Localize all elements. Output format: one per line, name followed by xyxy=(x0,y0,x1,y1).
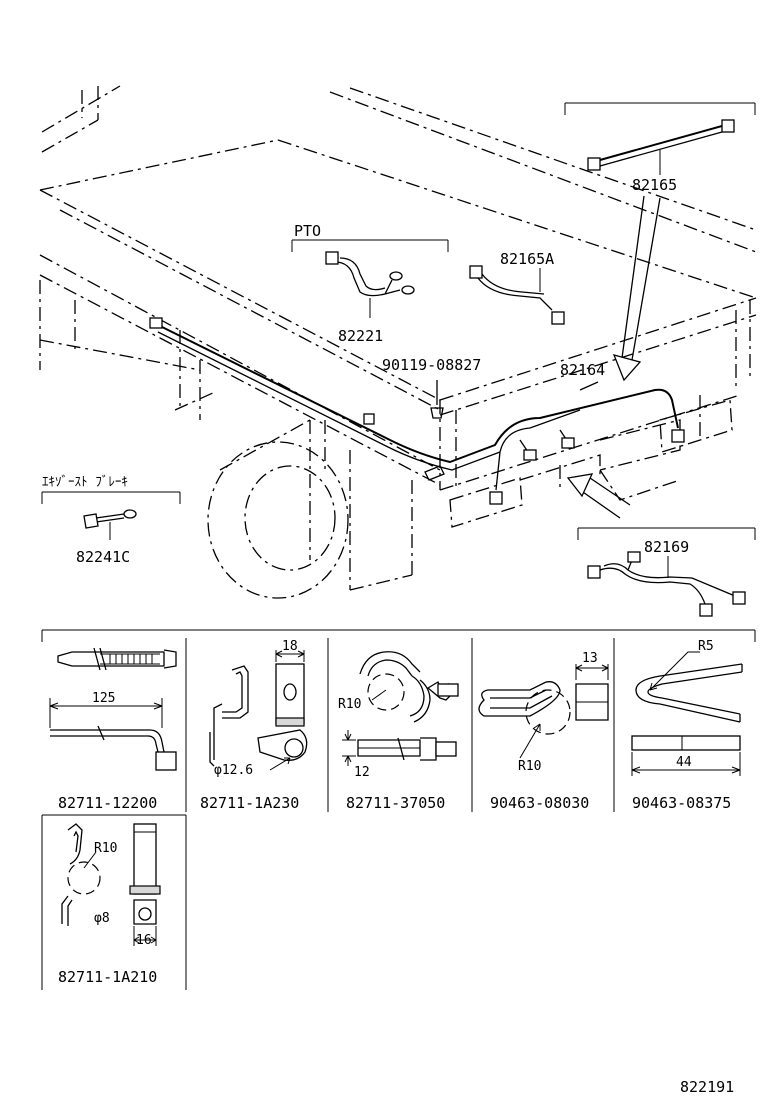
dim-13: 13 xyxy=(582,651,598,666)
label-exhaust-brake: ｴｷｿﾞｰｽﾄ ﾌﾞﾚｰｷ xyxy=(42,475,128,490)
dim-16: 16 xyxy=(136,933,152,948)
part-82165 xyxy=(564,102,756,175)
part-82241c xyxy=(41,491,181,540)
truck-body-outline xyxy=(39,85,757,599)
clamp-82711-12200 xyxy=(49,647,177,771)
label-90119-08827: 90119-08827 xyxy=(382,356,481,374)
part-no-90463-08030: 90463-08030 xyxy=(490,794,589,812)
label-82165: 82165 xyxy=(632,176,677,194)
label-82165a: 82165A xyxy=(500,250,554,268)
dim-phi-8: φ8 xyxy=(94,911,110,926)
clamp-82711-37050 xyxy=(342,651,459,766)
clamp-panel-frames xyxy=(41,629,756,990)
label-pto: PTO xyxy=(294,222,321,240)
clamp-82711-1a230 xyxy=(209,650,308,771)
dim-r10-37050: R10 xyxy=(338,697,361,712)
part-82221 xyxy=(291,239,449,318)
diagram-id: 822191 xyxy=(680,1078,734,1096)
part-82169 xyxy=(577,527,756,617)
dim-r5: R5 xyxy=(698,639,714,654)
part-no-90463-08375: 90463-08375 xyxy=(632,794,731,812)
label-82164: 82164 xyxy=(560,361,605,379)
clamp-90463-08030 xyxy=(478,664,609,759)
part-no-82711-37050: 82711-37050 xyxy=(346,794,445,812)
bolt-90119 xyxy=(430,380,444,419)
harness-82164 xyxy=(149,317,685,505)
label-82241c: 82241C xyxy=(76,548,130,566)
clamp-82711-1a210 xyxy=(61,823,161,946)
dim-phi-12-6: φ12.6 xyxy=(214,763,253,778)
dim-r10-1a210: R10 xyxy=(94,841,117,856)
dim-125: 125 xyxy=(92,691,115,706)
dim-18: 18 xyxy=(282,639,298,654)
clamp-90463-08375 xyxy=(631,651,743,776)
part-no-82711-1a230: 82711-1A230 xyxy=(200,794,299,812)
part-82165a xyxy=(469,265,565,325)
label-82169: 82169 xyxy=(644,538,689,556)
dim-44: 44 xyxy=(676,755,692,770)
part-no-82711-1a210: 82711-1A210 xyxy=(58,968,157,986)
dim-12: 12 xyxy=(354,765,370,780)
label-82221: 82221 xyxy=(338,327,383,345)
part-no-82711-12200: 82711-12200 xyxy=(58,794,157,812)
leader-arrows xyxy=(566,195,661,519)
dim-r10-08030: R10 xyxy=(518,759,541,774)
